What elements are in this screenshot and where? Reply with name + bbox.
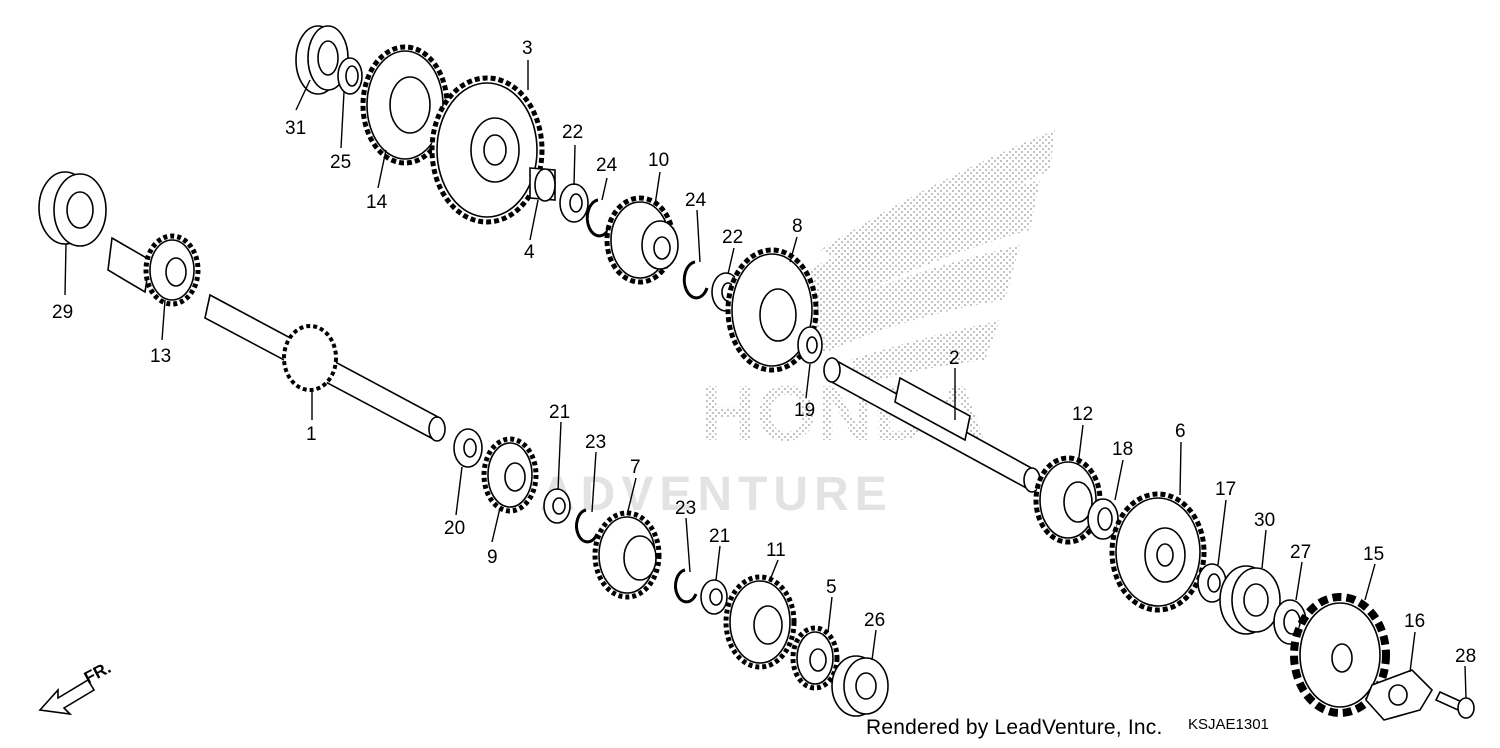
callout-12: 12 (1072, 404, 1093, 425)
circlip-24a (585, 198, 612, 238)
callout-27: 27 (1290, 542, 1311, 563)
diagram-code: KSJAE1301 (1188, 716, 1269, 733)
callout-22b: 22 (722, 227, 743, 248)
bolt-28 (1434, 690, 1475, 719)
callout-17: 17 (1215, 479, 1236, 500)
gear-9 (481, 436, 539, 514)
gear-5 (790, 625, 840, 691)
gear-3 (429, 75, 545, 225)
callout-26: 26 (864, 610, 885, 631)
circlip-23b (674, 568, 698, 604)
render-credit: Rendered by LeadVenture, Inc. (866, 716, 1163, 739)
callout-10: 10 (648, 150, 669, 171)
callout-15: 15 (1363, 544, 1384, 565)
callout-6: 6 (1175, 421, 1186, 442)
callout-30: 30 (1254, 510, 1275, 531)
callout-23a: 23 (585, 432, 606, 453)
callout-25: 25 (330, 152, 351, 173)
callout-23b: 23 (675, 498, 696, 519)
circlip-23a (575, 508, 599, 544)
gear-6 (1109, 491, 1207, 613)
callout-3: 3 (522, 38, 533, 59)
sprocket-15 (1290, 593, 1390, 717)
gear-10 (604, 195, 679, 285)
callout-4: 4 (524, 242, 535, 263)
bearing-31 (295, 25, 349, 95)
callout-21b: 21 (709, 526, 730, 547)
countershaft-2 (823, 357, 1041, 493)
watermark-dealer: ADVENTURE (540, 468, 893, 521)
bearing-30 (1219, 565, 1281, 635)
callout-22a: 22 (562, 122, 583, 143)
bushing-4 (529, 167, 556, 202)
callout-8: 8 (792, 216, 803, 237)
upper-shaft-parts (295, 25, 1475, 721)
callout-19: 19 (794, 400, 815, 421)
bearing-26 (831, 655, 889, 717)
front-direction-arrow-icon: FR. (38, 658, 114, 716)
gear-14 (360, 44, 450, 166)
callout-18: 18 (1112, 439, 1133, 460)
callout-29: 29 (52, 302, 73, 323)
callout-24b: 24 (685, 190, 707, 211)
callout-11: 11 (766, 540, 786, 561)
callout-31: 31 (285, 118, 306, 139)
callout-20: 20 (444, 518, 465, 539)
callout-21a: 21 (549, 402, 570, 423)
circlip-24b (682, 260, 709, 300)
gear-7 (592, 510, 662, 600)
gear-11 (723, 574, 797, 670)
callout-7: 7 (630, 457, 641, 478)
callout-28: 28 (1455, 646, 1476, 667)
lower-shaft-parts (38, 171, 889, 717)
mainshaft-1 (204, 293, 446, 442)
gear-13 (107, 233, 201, 307)
callout-2: 2 (949, 348, 960, 369)
callout-24a: 24 (596, 155, 618, 176)
callout-16: 16 (1404, 611, 1425, 632)
callout-14: 14 (366, 192, 388, 213)
gear-8 (725, 247, 819, 373)
callout-5: 5 (826, 577, 837, 598)
gear-12 (1033, 455, 1103, 545)
callout-1: 1 (306, 424, 317, 445)
callout-9: 9 (487, 547, 498, 568)
bearing-29 (38, 171, 107, 247)
callout-leader-lines (64, 60, 1467, 699)
callout-13: 13 (150, 346, 171, 367)
